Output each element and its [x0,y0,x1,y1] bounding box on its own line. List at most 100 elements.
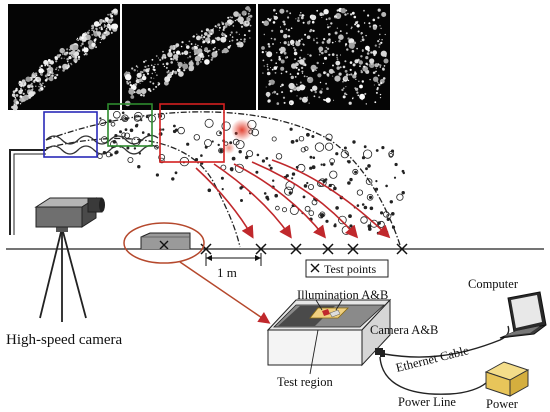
inset-speckle [296,72,300,75]
inset-speckle [222,26,226,30]
inset-speckle [279,26,282,28]
inset-speckle [341,88,344,92]
inset-speckle [265,91,271,97]
inset-speckle [153,68,156,72]
inset-speckle [204,47,209,52]
droplet [219,148,223,153]
inset-speckle [165,62,169,66]
droplet [239,198,243,202]
inset-speckle [38,80,41,83]
inset-speckle [221,21,223,23]
droplet [204,139,212,147]
inset-speckle [77,39,79,41]
droplet [352,168,359,175]
inset-speckle [217,23,221,27]
inset-speckle [355,22,357,24]
inset-speckle [130,95,135,99]
droplet [158,112,166,120]
droplet [322,179,326,183]
inset-speckle [142,71,144,73]
inset-speckle [306,76,308,78]
inset-speckle [261,51,264,54]
inset-speckle [39,86,42,89]
inset-speckle [105,30,108,33]
inset-speckle [343,87,345,89]
inset-speckle [375,67,377,69]
droplet [220,176,224,180]
ethernet-cable [383,325,510,358]
droplet [360,216,368,224]
inset-speckle [328,33,331,36]
inset-speckle [74,60,77,64]
inset-speckle [185,44,187,46]
inset-speckle [107,13,109,16]
inset-speckle [283,21,285,23]
inset-speckle [339,66,342,69]
inset-speckle [194,55,201,62]
inset-speckle [214,46,216,49]
inset-speckle [139,70,143,74]
inset-speckle [293,47,295,49]
inset-speckle [83,46,85,48]
inset-speckle [228,23,231,27]
inset-speckle [164,76,171,83]
inset-speckle [313,68,315,70]
inset-speckle [323,38,326,41]
inset-speckle [291,63,297,69]
inset-speckle [193,49,198,53]
inset-speckle [190,43,193,45]
inset-speckle [271,29,274,32]
inset-speckle [107,22,110,24]
droplet [295,139,299,143]
inset-speckle [184,61,186,63]
inset-speckle [163,65,166,68]
droplet [137,164,141,169]
inset-speckle [297,19,300,22]
inset-speckle [348,74,351,76]
inset-speckle [301,38,303,40]
inset-speckle [280,66,285,71]
inset-speckle [298,59,305,65]
inset-speckle [136,89,142,95]
inset-speckle [221,22,225,26]
inset-speckle [66,57,69,61]
inset-speckle [354,59,359,64]
inset-speckle [23,86,25,88]
inset-speckle [359,65,361,68]
inset-speckle [188,40,191,43]
inset-speckle [363,65,366,68]
inset-speckle [88,45,93,49]
inset-speckle [267,17,270,20]
ethernet-label: Ethernet Cable [394,343,470,375]
inset-speckle [280,85,282,88]
droplet [275,153,283,160]
inset-speckle [71,64,73,66]
inset-speckle [88,29,90,32]
inset-speckle [211,51,218,58]
droplet [365,178,373,185]
inset-speckle [372,50,378,55]
droplet [109,153,113,157]
inset-speckle [46,68,49,70]
inset-speckle [306,35,311,39]
inset-speckle [143,60,146,63]
inset-speckle [298,14,302,17]
inset-speckle [236,38,239,41]
inset-speckle [273,8,276,12]
droplet [300,147,306,153]
inset-speckle [346,24,348,26]
inset-speckle [47,59,51,62]
inset-speckle [237,16,244,23]
inset-speckle [141,75,147,81]
inset-speckle [344,92,347,95]
inset-speckle [224,25,228,28]
inset-speckle [283,23,286,26]
inset-speckle [151,72,153,75]
droplet [141,131,145,134]
inset-speckle [372,18,376,22]
droplet [304,205,311,212]
inset-speckle [311,69,315,72]
inset-speckle [376,87,379,89]
inset-speckle [143,69,146,72]
inset-speckle [332,64,334,67]
